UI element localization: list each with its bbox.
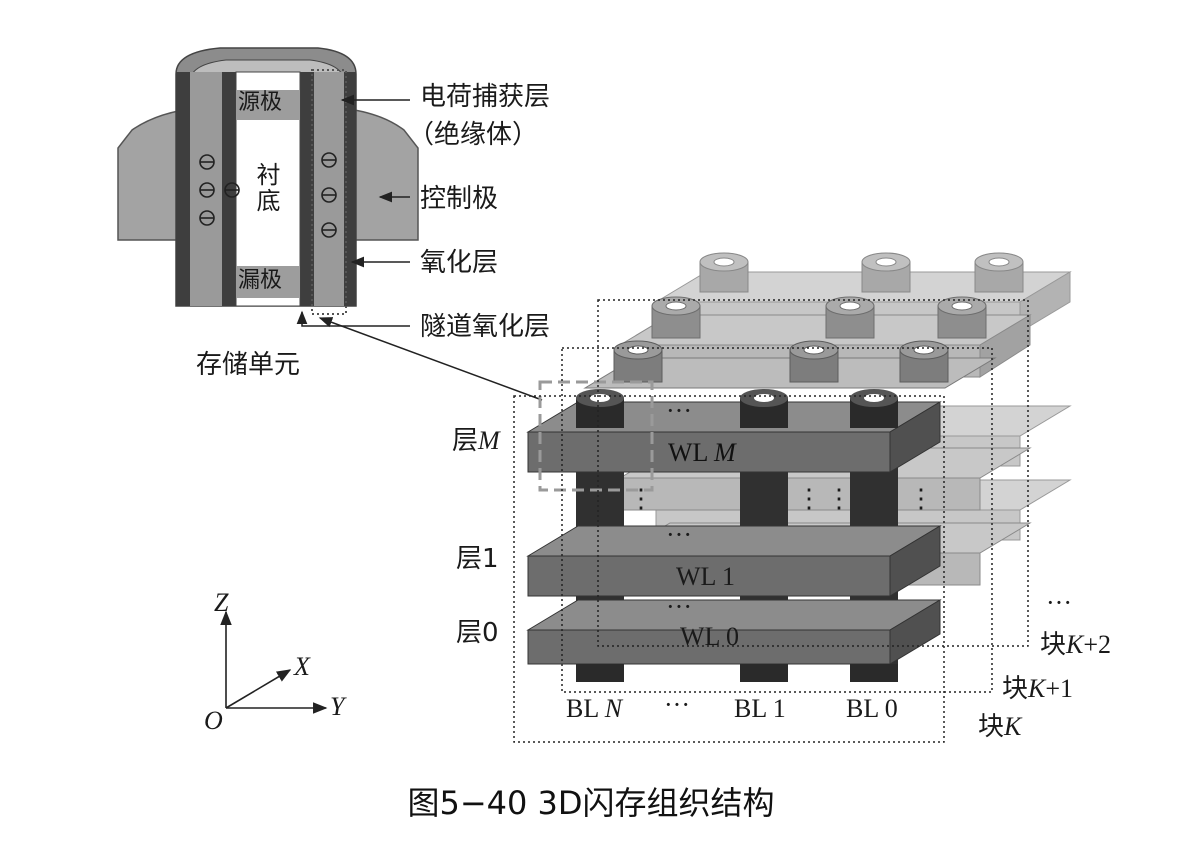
- bl-0-label: BL 0: [846, 694, 898, 723]
- block-k1-label: 块K+1: [1002, 674, 1074, 704]
- layer-0-label: 层0: [456, 618, 499, 648]
- axis-origin-label: O: [204, 706, 223, 735]
- cell-title: 存储单元: [196, 350, 301, 380]
- charge-trap-label: 电荷捕获层: [420, 82, 551, 112]
- bl-n-label: BL N: [566, 694, 623, 723]
- wl-0-label: WL 0: [680, 622, 739, 651]
- bl-1-label: BL 1: [734, 694, 786, 723]
- block-k0-back: [583, 340, 997, 389]
- bl-dots-label: ···: [664, 690, 690, 719]
- layer-m-label: 层M: [452, 426, 500, 456]
- coordinate-axes: [220, 610, 328, 714]
- block-k-label: 块K: [978, 712, 1022, 742]
- axis-y-label: Y: [330, 692, 345, 721]
- layer-1-label: 层1: [456, 544, 499, 574]
- row-dots-m: ···: [666, 396, 692, 425]
- row-dots-1: ···: [666, 520, 692, 549]
- oxide-label: 氧化层: [420, 248, 499, 278]
- col-dots-2: ⋮: [796, 484, 822, 513]
- figure-caption: 图5−40 3D闪存组织结构: [407, 784, 775, 822]
- col-dots-3: ⋮: [826, 484, 852, 513]
- wl-1-label: WL 1: [676, 562, 735, 591]
- nand-array: [513, 252, 1072, 743]
- insulator-label: （绝缘体）: [408, 120, 539, 150]
- block-more-dots: ···: [1046, 588, 1072, 617]
- col-dots-1: ⋮: [628, 484, 654, 513]
- wl-m-label: WL M: [668, 438, 736, 467]
- block-k1-outline: [561, 347, 993, 693]
- drain-label: 漏极: [238, 268, 283, 293]
- col-dots-4: ⋮: [908, 484, 934, 513]
- electron-symbols: [199, 152, 337, 238]
- cell-cross-section: [117, 47, 543, 401]
- tunnel-oxide-label: 隧道氧化层: [420, 312, 551, 342]
- source-label: 源极: [238, 90, 283, 115]
- row-dots-0: ···: [666, 592, 692, 621]
- block-k2-label: 块K+2: [1040, 630, 1112, 660]
- block-k2-outline: [597, 299, 1029, 647]
- axis-z-label: Z: [214, 588, 229, 617]
- block-k: [526, 380, 942, 682]
- control-gate-label: 控制极: [420, 184, 499, 214]
- axis-x-label: X: [294, 652, 310, 681]
- substrate-label: 衬底: [252, 162, 280, 214]
- block-k-outline: [513, 395, 945, 743]
